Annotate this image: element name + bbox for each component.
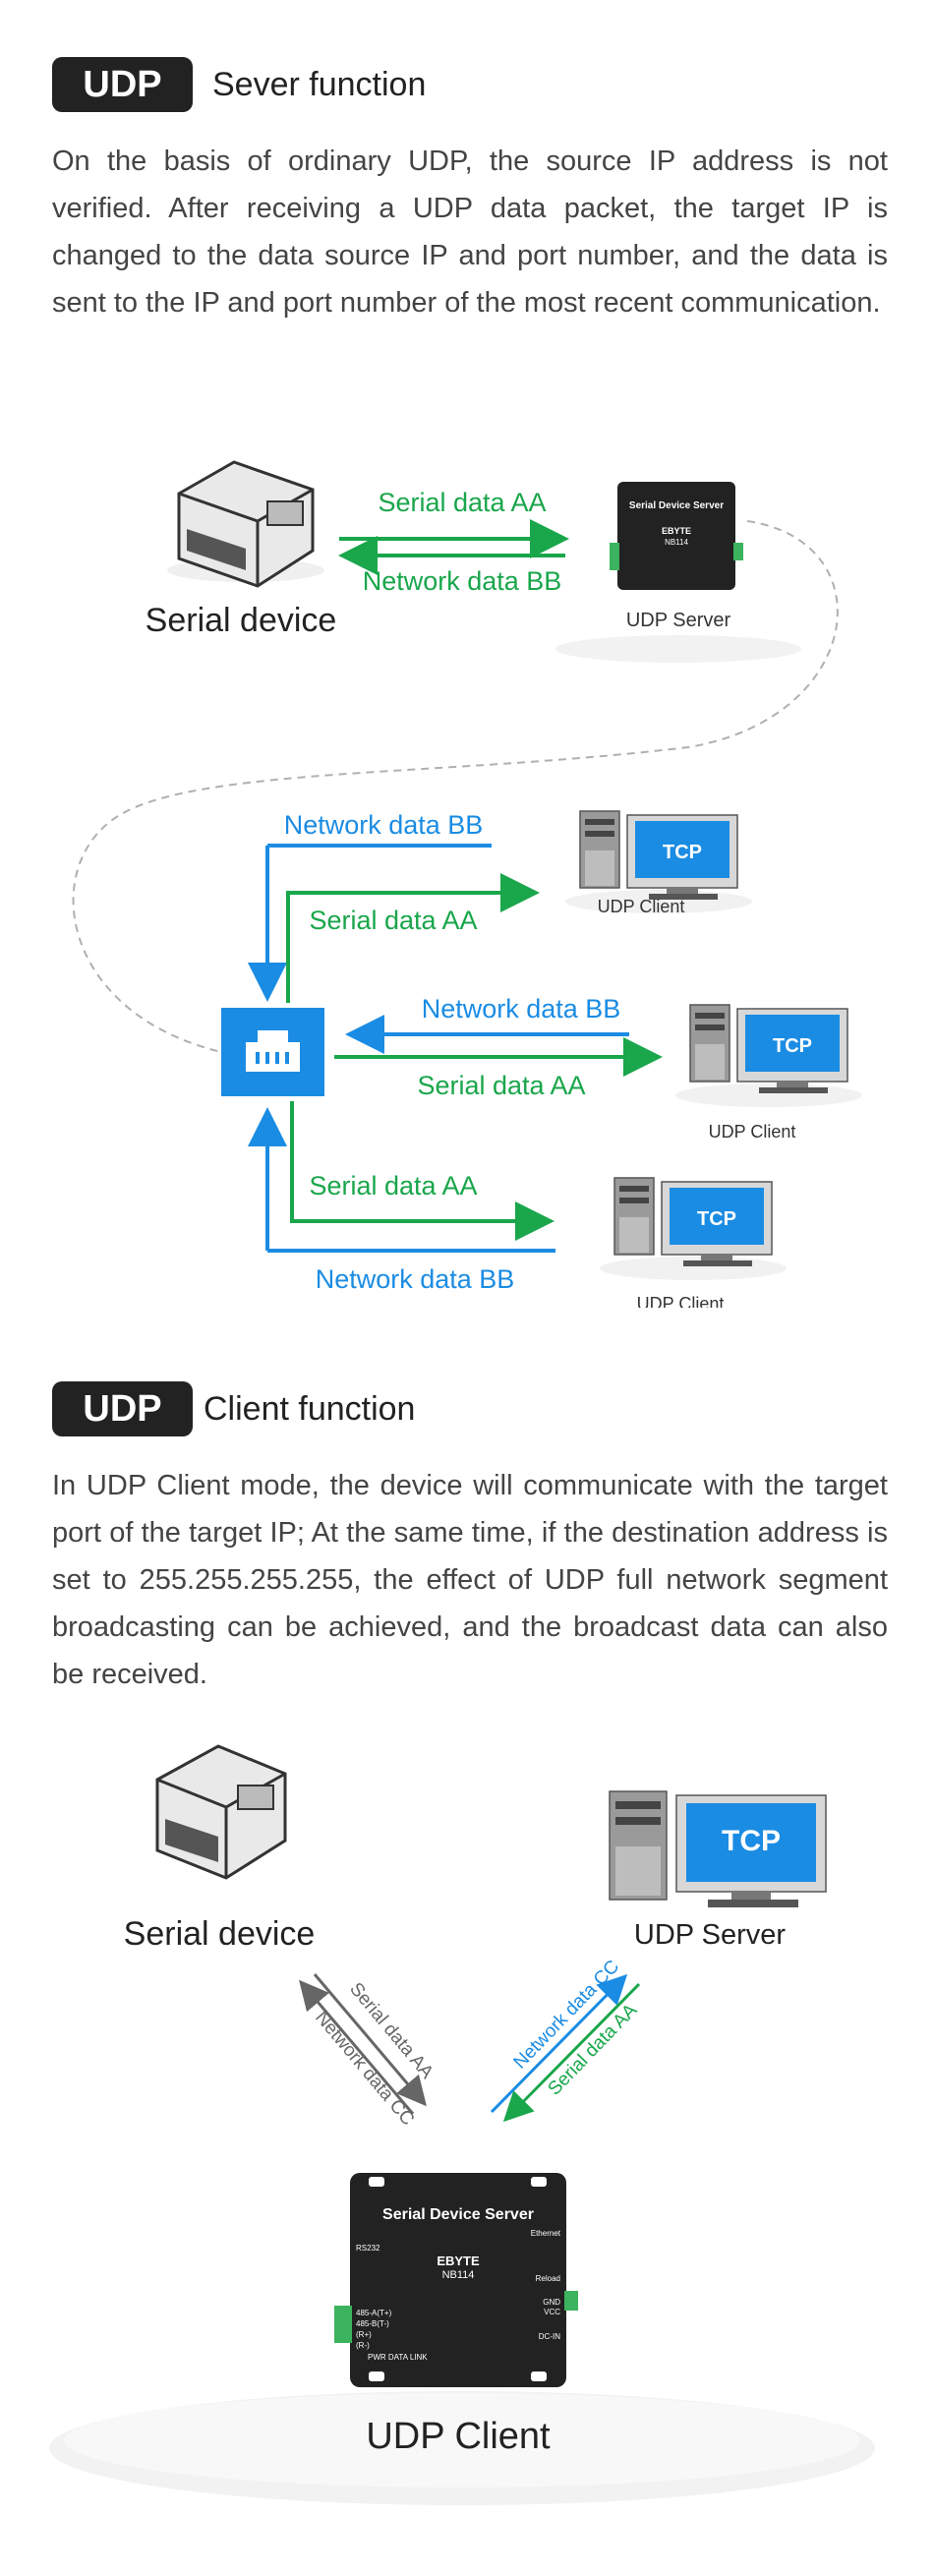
serial-data-label: Serial data AA [378,488,546,517]
branch2-serial-label: Serial data AA [417,1071,585,1100]
client-description: In UDP Client mode, the device will comm… [52,1470,888,1690]
printer-icon [167,460,324,588]
branch3-serial-label: Serial data AA [309,1171,477,1200]
svg-text:Reload: Reload [536,2274,560,2283]
section-title-server: Sever function [212,66,427,103]
udp-client-caption-3: UDP Client [637,1294,725,1308]
pc-icon-2: TCP [674,1004,863,1108]
svg-text:485-A(T+): 485-A(T+) [356,2309,392,2317]
udp-client-caption-1: UDP Client [598,897,685,916]
switch-icon [221,1008,324,1096]
svg-text:(R-): (R-) [356,2341,370,2350]
svg-text:VCC: VCC [544,2308,560,2316]
branch3-network-label: Network data BB [316,1264,515,1294]
svg-text:TCP: TCP [697,1208,736,1230]
svg-text:EBYTE: EBYTE [662,526,691,536]
serial-device-label: Serial device [146,602,337,639]
svg-text:485-B(T-): 485-B(T-) [356,2319,389,2328]
udp-badge-2: UDP [52,1381,193,1436]
udp-server-label: UDP Server [634,1919,787,1951]
svg-text:TCP: TCP [663,842,702,863]
branch1-serial-label: Serial data AA [309,906,477,935]
udp-client-diagram: Serial device TCP UDP Server Serial data… [49,1744,875,2505]
pc-icon-server: TCP [609,1790,827,1907]
udp-server-diagram: Serial device Serial data AA Network dat… [72,460,863,1308]
svg-text:Ethernet: Ethernet [531,2229,561,2238]
branch2-network-label: Network data BB [422,994,621,1024]
svg-text:NB114: NB114 [665,538,688,547]
section-title-client: Client function [204,1390,416,1428]
pc-icon-3: TCP [599,1177,788,1281]
dashed-link [72,520,839,1053]
svg-text:PWR DATA LINK: PWR DATA LINK [368,2353,428,2362]
udp-client-caption-2: UDP Client [709,1122,796,1142]
svg-text:GND: GND [543,2298,560,2307]
svg-text:DC-IN: DC-IN [539,2332,560,2341]
branch1-network-label: Network data BB [284,810,484,840]
svg-text:NB114: NB114 [442,2269,475,2281]
serial-device-server-large: Serial Device Server EBYTE NB114 RS232 4… [334,2173,578,2387]
server-description: On the basis of ordinary UDP, the source… [52,146,888,319]
svg-text:TCP: TCP [722,1825,781,1857]
printer-icon-2 [155,1744,287,1880]
svg-text:Serial Device Server: Serial Device Server [382,2206,534,2223]
svg-text:Serial Device Server: Serial Device Server [629,500,724,511]
serial-device-label-2: Serial device [124,1915,316,1953]
udp-client-label: UDP Client [366,2416,551,2457]
svg-text:(R+): (R+) [356,2330,372,2339]
left-arrow-label-2: Network data CC [311,2008,418,2130]
udp-server-caption: UDP Server [626,610,731,631]
udp-badge: UDP [52,57,193,112]
serial-device-server: Serial Device Server EBYTE NB114 [610,482,743,590]
svg-text:EBYTE: EBYTE [437,2254,480,2268]
network-data-label: Network data BB [363,566,562,596]
svg-text:TCP: TCP [773,1035,812,1057]
svg-text:RS232: RS232 [356,2244,380,2253]
pc-icon-1: TCP [564,810,753,914]
